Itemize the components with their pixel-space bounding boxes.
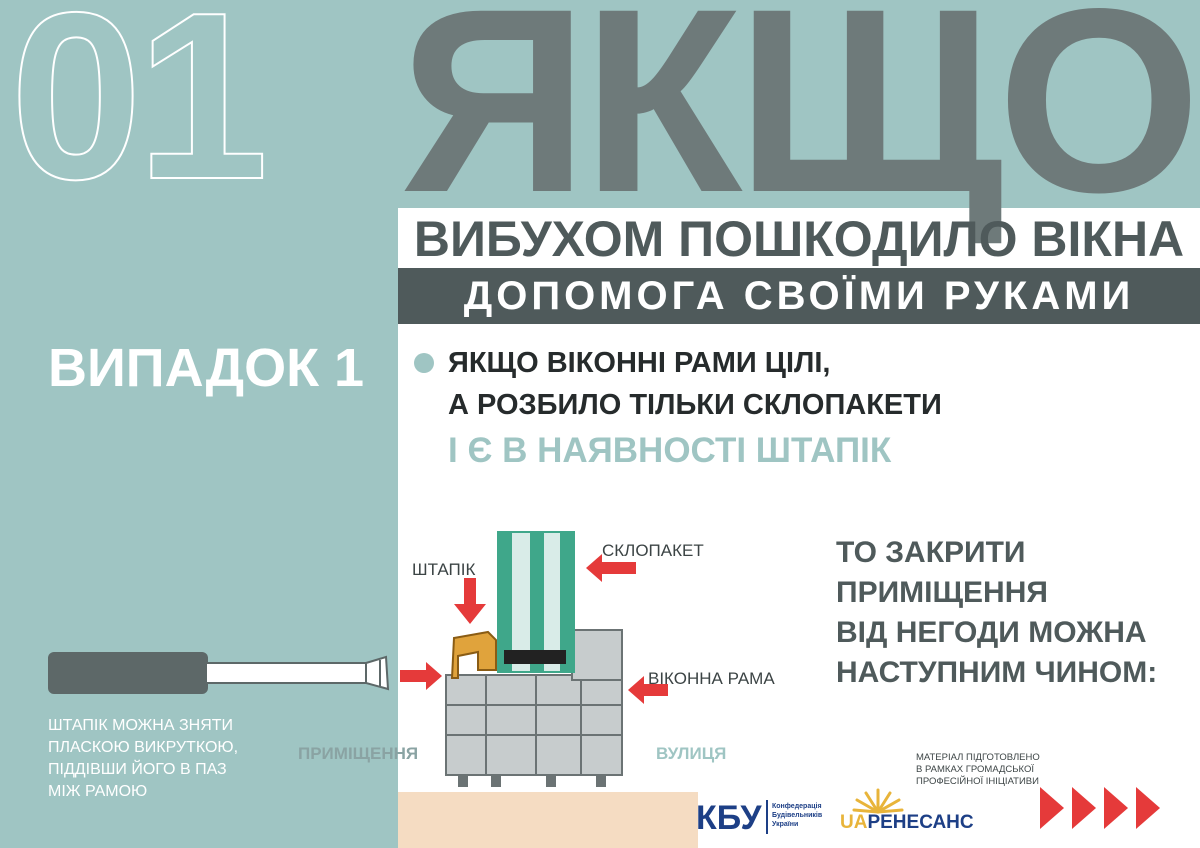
- note-line-1: ШТАПІК МОЖНА ЗНЯТИ: [48, 717, 234, 734]
- then-line-3: ВІД НЕГОДИ МОЖНА: [836, 616, 1147, 649]
- condition-line-1: ЯКЩО ВІКОННІ РАМИ ЦІЛІ,: [448, 347, 831, 379]
- sun-logo-icon: [852, 788, 904, 814]
- arrow-down-icon: [454, 578, 486, 624]
- kbu-logo: КБУ: [696, 799, 762, 837]
- kbu-desc-1: Конфедерація: [772, 803, 822, 810]
- note-line-2: ПЛАСКОЮ ВИКРУТКОЮ,: [48, 739, 239, 756]
- then-line-2: ПРИМІЩЕННЯ: [836, 576, 1048, 609]
- material-line-3: ПРОФЕСІЙНОЇ ІНІЦІАТИВИ: [916, 776, 1039, 787]
- glazing-bead: [450, 630, 497, 679]
- label-room: ПРИМІЩЕННЯ: [298, 744, 419, 763]
- kbu-desc-2: Будівельників: [772, 812, 823, 819]
- top-teal-band: [398, 0, 1200, 208]
- label-glazing: СКЛОПАКЕТ: [602, 541, 704, 560]
- then-line-1: ТО ЗАКРИТИ: [836, 536, 1026, 569]
- floor-strip: [398, 792, 698, 848]
- label-bead: ШТАПІК: [412, 560, 476, 579]
- then-line-4: НАСТУПНИМ ЧИНОМ:: [836, 656, 1158, 689]
- screwdriver-icon: [205, 655, 390, 691]
- condition-highlight: І Є В НАЯВНОСТІ ШТАПІК: [448, 431, 892, 470]
- kbu-desc-3: України: [772, 821, 799, 828]
- ua-renaissance-logo: UAРЕНЕСАНС: [840, 812, 974, 833]
- title-word: ЯКЩО: [400, 0, 1200, 247]
- arrow-left-icon: [586, 554, 636, 582]
- left-teal-panel: [0, 0, 398, 848]
- bullet-dot: [414, 353, 434, 373]
- arrow-left-icon: [628, 676, 668, 704]
- window-section-diagram: [400, 531, 668, 787]
- arrow-right-icon: [400, 662, 442, 690]
- glazing-unit: [497, 531, 575, 673]
- material-line-1: МАТЕРІАЛ ПІДГОТОВЛЕНО: [916, 752, 1040, 763]
- window-frame-profile: [445, 629, 623, 787]
- section-number: 01: [9, 0, 270, 229]
- kbu-divider: [766, 800, 768, 834]
- note-line-4: МІЖ РАМОЮ: [48, 783, 148, 800]
- material-line-2: В РАМКАХ ГРОМАДСЬКОЇ: [916, 764, 1034, 775]
- help-text: ДОПОМОГА СВОЇМИ РУКАМИ: [463, 274, 1135, 318]
- subtitle: ВИБУХОМ ПОШКОДИЛО ВІКНА: [413, 211, 1185, 267]
- screwdriver-handle: [48, 652, 208, 694]
- note-line-3: ПІДДІВШИ ЙОГО В ПАЗ: [48, 761, 227, 778]
- case-label: ВИПАДОК 1: [48, 338, 365, 398]
- chevrons-right-icon: [1040, 787, 1160, 829]
- help-bar: [398, 268, 1200, 324]
- condition-line-2: А РОЗБИЛО ТІЛЬКИ СКЛОПАКЕТИ: [448, 389, 942, 421]
- label-street: ВУЛИЦЯ: [656, 744, 727, 763]
- label-frame: ВІКОННА РАМА: [648, 669, 775, 688]
